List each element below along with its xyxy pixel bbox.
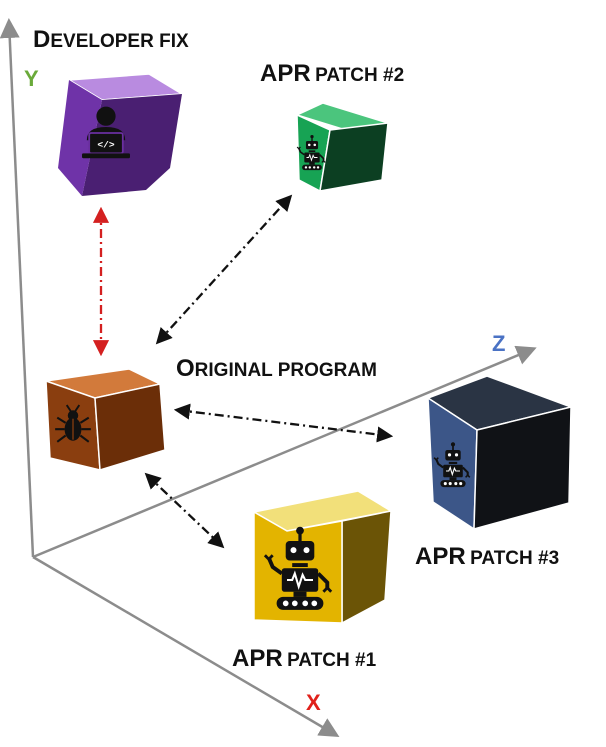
original-program-label-lead: O <box>176 355 195 382</box>
connectors <box>92 194 394 549</box>
developer-fix-cube <box>57 73 185 198</box>
apr-patch-3-cube <box>426 375 574 531</box>
arrow-original-patch3 <box>173 403 394 443</box>
developer-fix-label-rest: EVELOPER FIX <box>50 31 189 52</box>
apr-patch-2-label-lead: APR <box>260 60 311 87</box>
y-axis-label: Y <box>24 66 39 91</box>
apr-patch-2-label: APR PATCH #2 <box>260 62 404 86</box>
developer-fix-label-lead: D <box>33 26 51 53</box>
apr-patch-1-label-rest: PATCH #1 <box>287 650 377 671</box>
developer-fix-label: DEVELOPER FIX <box>33 28 189 52</box>
apr-patch-1-label-lead: APR <box>232 645 283 672</box>
z-axis-label: Z <box>492 331 506 356</box>
apr-patch-2-cube <box>294 102 391 193</box>
axes <box>0 18 537 738</box>
x-axis-label: X <box>306 690 321 715</box>
apr-patch-1-cube <box>251 490 394 625</box>
apr-patch-3-label: APR PATCH #3 <box>415 545 559 569</box>
apr-patch-2-label-rest: PATCH #2 <box>315 65 405 86</box>
x-axis <box>32 555 340 738</box>
apr-patch-3-label-lead: APR <box>415 543 466 570</box>
y-axis <box>0 18 35 558</box>
original-program-label-rest: RIGINAL PROGRAM <box>194 360 377 381</box>
original-program-label: ORIGINAL PROGRAM <box>176 357 377 381</box>
arrow-original-patch1 <box>144 472 225 549</box>
arrow-original-patch2 <box>155 194 293 345</box>
apr-patch-1-label: APR PATCH #1 <box>232 647 376 671</box>
apr-patch-3-label-rest: PATCH #3 <box>470 548 560 569</box>
original-program-cube <box>45 368 166 471</box>
z-axis <box>32 345 537 559</box>
